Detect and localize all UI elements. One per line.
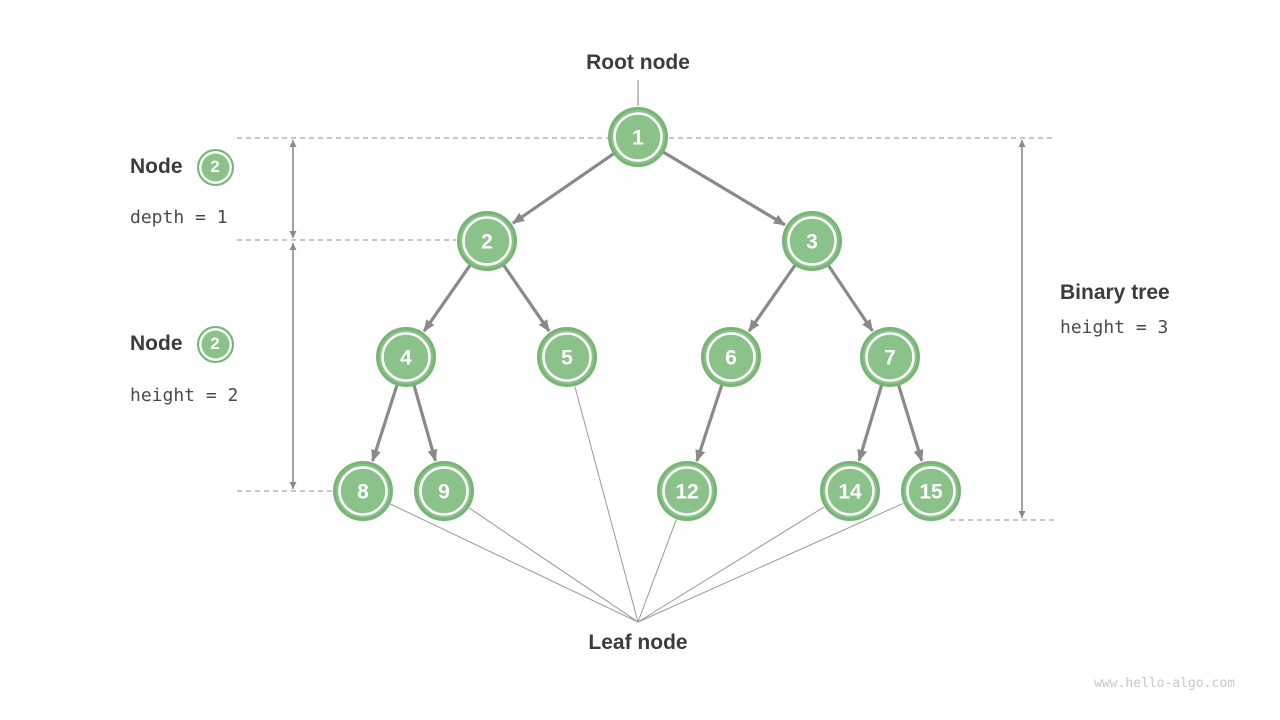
tree-node-12: 12 — [657, 461, 717, 521]
tree-edge — [695, 384, 724, 463]
leaf-fan-line — [468, 507, 639, 623]
node-inner-ring — [542, 332, 592, 382]
tree-node-8: 8 — [333, 461, 393, 521]
leaf-fan-line — [637, 519, 677, 623]
node-2-badge-2: 2 — [196, 325, 234, 363]
tree-node-14: 14 — [820, 461, 880, 521]
node-value: 7 — [884, 347, 896, 370]
node-value: 1 — [632, 127, 644, 150]
leaf-fan-line — [637, 506, 825, 623]
node-circle — [608, 107, 668, 167]
node-value: 15 — [919, 481, 943, 504]
root-node-label: Root node — [586, 51, 690, 74]
node-height-title: Node — [130, 332, 183, 355]
tree-edge — [747, 264, 797, 333]
leaf-fan-line — [390, 503, 639, 623]
node-circle — [860, 327, 920, 387]
node-inner-ring — [906, 466, 956, 516]
binary-tree-title: Binary tree — [1060, 281, 1170, 304]
node-value: 3 — [806, 231, 818, 254]
tree-node-3: 3 — [782, 211, 842, 271]
node-inner-ring — [865, 332, 915, 382]
leaf-fan-line — [637, 502, 904, 623]
tree-edge — [502, 264, 551, 332]
node-circle — [701, 327, 761, 387]
tree-edge — [897, 384, 924, 462]
tree-edge — [371, 384, 399, 462]
node-value: 8 — [357, 481, 369, 504]
node-inner-ring — [706, 332, 756, 382]
node-circle — [657, 461, 717, 521]
node-circle — [782, 211, 842, 271]
tree-node-2: 2 — [457, 211, 517, 271]
tree-edge — [857, 384, 884, 462]
tree-edge — [512, 152, 615, 225]
tree-node-1: 1 — [608, 107, 668, 167]
tree-node-7: 7 — [860, 327, 920, 387]
node-value: 14 — [838, 481, 862, 504]
leaf-fan-line — [574, 386, 639, 623]
node-circle — [537, 327, 597, 387]
node-inner-ring — [419, 466, 469, 516]
node-value: 5 — [561, 347, 573, 370]
tree-node-9: 9 — [414, 461, 474, 521]
node-height-annotation: Node 2 — [130, 324, 234, 364]
node-circle — [901, 461, 961, 521]
node-circle — [333, 461, 393, 521]
tree-node-4: 4 — [376, 327, 436, 387]
node-value: 9 — [438, 481, 450, 504]
tree-height-formula: height = 3 — [1060, 317, 1169, 338]
node-circle — [376, 327, 436, 387]
node-inner-ring — [787, 216, 837, 266]
depth-formula: depth = 1 — [130, 207, 228, 228]
node-2-badge: 2 — [196, 148, 234, 186]
tree-node-5: 5 — [537, 327, 597, 387]
node-value: 12 — [675, 481, 698, 504]
node-height-formula: height = 2 — [130, 385, 239, 406]
tree-node-15: 15 — [901, 461, 961, 521]
node-inner-ring — [662, 466, 712, 516]
tree-node-6: 6 — [701, 327, 761, 387]
node-circle — [820, 461, 880, 521]
node-inner-ring — [613, 112, 663, 162]
node-circle — [414, 461, 474, 521]
node-inner-ring — [462, 216, 512, 266]
tree-edge — [827, 264, 874, 332]
tree-edge — [412, 384, 438, 462]
node-inner-ring — [825, 466, 875, 516]
node-inner-ring — [338, 466, 388, 516]
watermark: www.hello-algo.com — [1094, 676, 1235, 691]
tree-edge — [422, 264, 472, 333]
tree-edge — [662, 150, 786, 227]
node-depth-title: Node — [130, 155, 183, 178]
node-circle — [457, 211, 517, 271]
node-value: 4 — [400, 347, 412, 370]
node-depth-annotation: Node 2 — [130, 147, 234, 187]
leaf-node-label: Leaf node — [588, 631, 688, 654]
node-value: 2 — [481, 231, 493, 254]
node-inner-ring — [381, 332, 431, 382]
node-value: 6 — [725, 347, 737, 370]
